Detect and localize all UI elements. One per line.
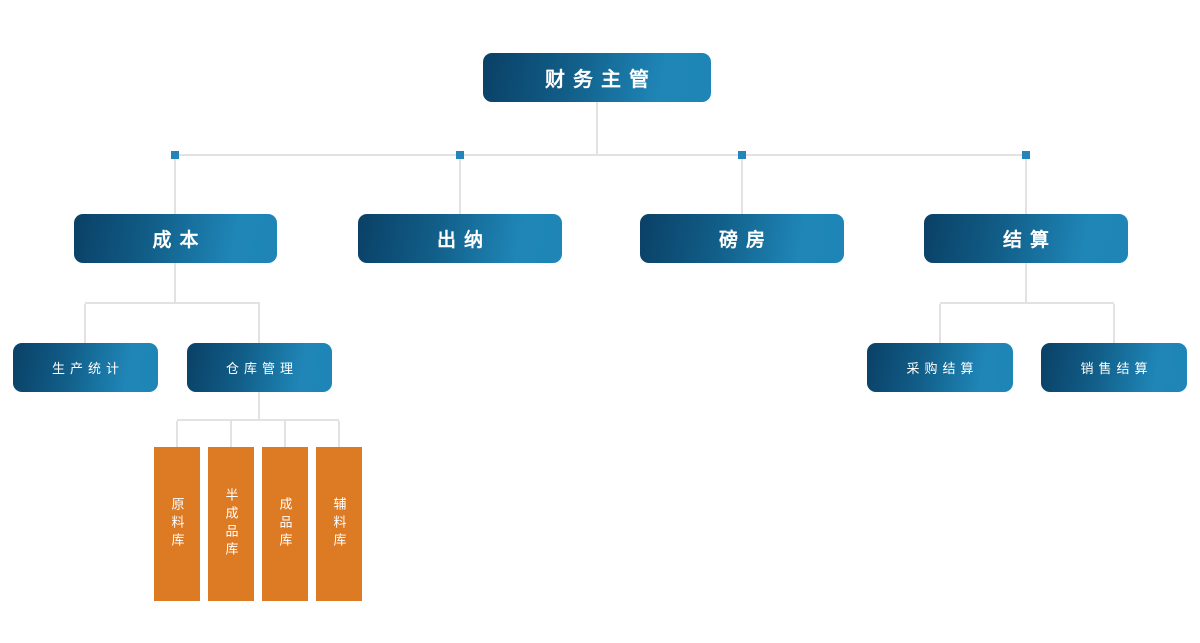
connector-drop-settlement [1025, 156, 1027, 214]
node-weighbridge[interactable]: 磅房 [640, 214, 844, 263]
connector-settlement-down [1025, 263, 1027, 303]
node-semi-finished-store[interactable]: 半成品库 [208, 447, 254, 601]
connector-drop-cashier [459, 156, 461, 214]
node-cost[interactable]: 成本 [74, 214, 277, 263]
connector-drop-auxiliary-store [338, 421, 340, 447]
junction-square-cost [171, 151, 179, 159]
node-sales-settlement[interactable]: 销售结算 [1041, 343, 1187, 392]
node-auxiliary-store[interactable]: 辅料库 [316, 447, 362, 601]
node-purchase-settlement[interactable]: 采购结算 [867, 343, 1013, 392]
connector-warehouse-down [258, 392, 260, 420]
node-warehouse-mgmt[interactable]: 仓库管理 [187, 343, 332, 392]
connector-drop-production-stats [84, 304, 86, 343]
connector-cost-down [174, 263, 176, 303]
connector-settlement-horizontal [940, 302, 1114, 304]
connector-drop-semi-finished-store [230, 421, 232, 447]
connector-cost-horizontal [85, 302, 260, 304]
connector-main-horizontal [175, 154, 1027, 156]
connector-drop-warehouse-mgmt [258, 304, 260, 343]
connector-drop-raw-material-store [176, 421, 178, 447]
node-raw-material-store[interactable]: 原料库 [154, 447, 200, 601]
connector-drop-purchase-settlement [939, 304, 941, 343]
junction-square-weighbridge [738, 151, 746, 159]
connector-root-down [596, 102, 598, 155]
node-finished-store[interactable]: 成品库 [262, 447, 308, 601]
connector-drop-sales-settlement [1113, 304, 1115, 343]
connector-warehouse-horizontal [177, 419, 339, 421]
junction-square-cashier [456, 151, 464, 159]
junction-square-settlement [1022, 151, 1030, 159]
node-settlement[interactable]: 结算 [924, 214, 1128, 263]
connector-drop-cost [174, 156, 176, 214]
node-production-stats[interactable]: 生产统计 [13, 343, 158, 392]
node-cashier[interactable]: 出纳 [358, 214, 562, 263]
connector-drop-finished-store [284, 421, 286, 447]
connector-drop-weighbridge [741, 156, 743, 214]
node-finance-director[interactable]: 财务主管 [483, 53, 711, 102]
